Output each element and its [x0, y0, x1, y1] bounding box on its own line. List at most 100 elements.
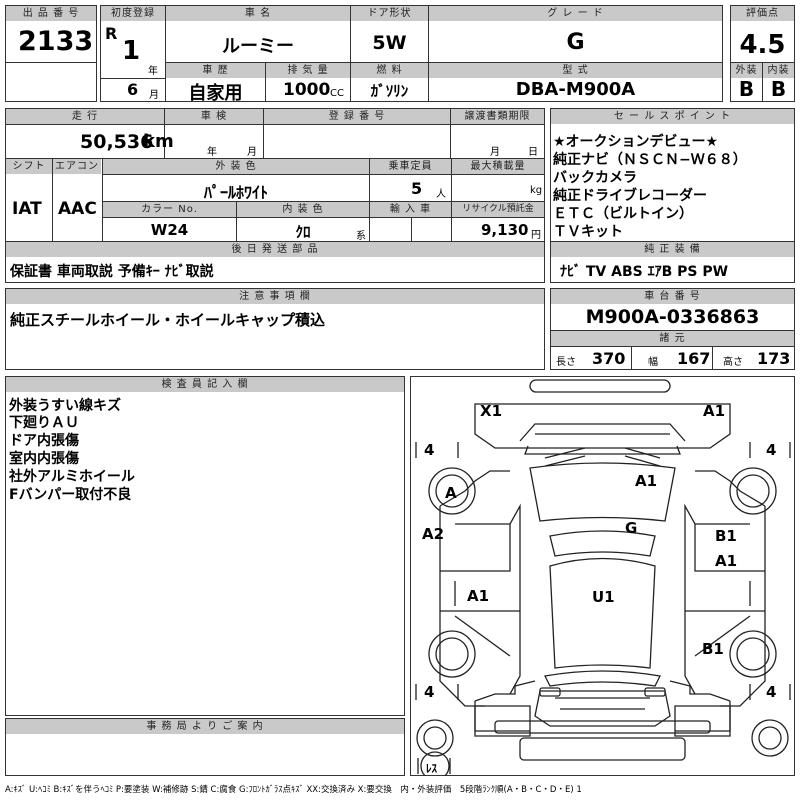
inspection-label: 車 検	[165, 109, 263, 124]
car-name: ルーミー	[222, 36, 294, 57]
int-color-unit: 系	[356, 231, 366, 242]
inspector-line: 下廻りＡＵ	[9, 415, 79, 431]
recycle-fee: 9,130	[481, 221, 529, 239]
equipment: ﾅﾋﾞ TV ABS ｴｱB PS PW	[560, 264, 729, 280]
color-no: W24	[150, 221, 189, 239]
width-label: 幅	[648, 357, 658, 368]
legend: A:ｷｽﾞ U:ﾍｺﾐ B:ｷｽﾞを伴うﾍｺﾐ P:要塗装 W:補修跡 S:錆 …	[5, 785, 582, 795]
exterior-label: 外装	[731, 63, 762, 78]
mileage-unit: km	[143, 131, 174, 152]
max-load-unit: kg	[530, 185, 543, 196]
later-items: 保証書 車両取説 予備ｷｰ ﾅﾋﾞ取説	[10, 264, 214, 280]
import-label: 輸 入 車	[370, 202, 451, 217]
reg-number-label: 登 録 番 号	[264, 109, 450, 124]
office-box	[5, 718, 405, 776]
transfer-label: 譲渡書類期限	[451, 109, 544, 124]
lot-number: 2133	[18, 26, 94, 57]
damage-mark: B1	[702, 640, 724, 658]
model-label: 型 式	[429, 63, 722, 78]
equipment-box	[550, 241, 795, 283]
damage-mark: A1	[635, 472, 657, 490]
int-color: ｸﾛ	[295, 223, 311, 241]
first-reg-label: 初度登録	[101, 6, 165, 21]
lot-number-label: 出 品 番 号	[6, 6, 96, 21]
height-label: 高さ	[723, 357, 743, 368]
dimensions-label: 諸 元	[551, 331, 794, 346]
sales-point-line: 純正ナビ（ＮＳＣＮ−Ｗ６８）	[553, 152, 747, 168]
office-label: 事 務 局 よ り ご 案 内	[6, 719, 404, 734]
color-no-label: カラー No.	[103, 202, 236, 217]
tire-depth: 4	[424, 683, 434, 701]
damage-mark: U1	[592, 588, 615, 606]
length: 370	[592, 349, 626, 368]
damage-mark: A1	[467, 587, 489, 605]
capacity-label: 乗車定員	[370, 159, 451, 174]
damage-mark: A2	[422, 525, 444, 543]
notes-box	[5, 288, 545, 370]
recycle-unit: 円	[531, 230, 541, 241]
reg-year: 1	[122, 36, 141, 66]
width: 167	[677, 349, 711, 368]
tire-depth: 4	[766, 683, 776, 701]
chassis-label: 車 台 番 号	[551, 289, 794, 304]
inspection-year-unit: 年	[207, 147, 217, 158]
month-unit: 月	[149, 90, 159, 101]
history-label: 車 歴	[166, 63, 265, 78]
reg-month: 6	[127, 80, 139, 99]
displacement-unit: CC	[330, 88, 344, 99]
damage-mark: G	[625, 519, 637, 537]
tire-depth: 4	[766, 441, 776, 459]
recycle-label: リサイクル預託金	[452, 202, 544, 217]
shift-label: シフト	[6, 159, 52, 174]
interior-grade: B	[770, 77, 787, 101]
grade: G	[566, 30, 585, 55]
transfer-day-unit: 日	[528, 147, 538, 158]
car-diagram-box	[410, 376, 795, 776]
length-label: 長さ	[556, 357, 576, 368]
interior-label: 内装	[763, 63, 794, 78]
capacity-unit: 人	[436, 189, 446, 200]
exterior-grade: B	[738, 77, 755, 101]
ac-label: エアコン	[53, 159, 101, 174]
car-name-label: 車 名	[166, 6, 350, 21]
displacement-label: 排 気 量	[266, 63, 350, 78]
model-cell	[428, 62, 723, 102]
inspector-line: 室内内張傷	[9, 451, 79, 467]
mileage-label: 走 行	[6, 109, 164, 124]
height: 173	[757, 349, 791, 368]
inspector-label: 検 査 員 記 入 欄	[6, 377, 404, 392]
damage-mark: A1	[703, 402, 725, 420]
later-items-box	[5, 241, 545, 283]
max-load-label: 最大積載量	[452, 159, 544, 174]
grade-label: グ レ ー ド	[429, 6, 722, 21]
score: 4.5	[739, 30, 786, 60]
inspector-line: 外装うすい線キズ	[9, 398, 121, 414]
sales-point-line: バックカメラ	[553, 170, 637, 186]
sales-point-line: ＴＶキット	[553, 224, 623, 240]
sales-point-label: セ ー ル ス ポ イ ン ト	[551, 109, 794, 124]
model-code: DBA-M900A	[515, 79, 636, 100]
sales-point-line: 純正ドライブレコーダー	[553, 188, 707, 204]
damage-mark: B1	[715, 527, 737, 545]
chassis-number: M900A-0336863	[585, 306, 760, 328]
notes-label: 注 意 事 項 欄	[6, 289, 544, 304]
door-type: 5W	[372, 32, 407, 54]
notes: 純正スチールホイール・ホイールキャップ積込	[10, 311, 326, 329]
inspection-month-unit: 月	[247, 147, 257, 158]
fuel-label: 燃 料	[351, 63, 428, 78]
history: 自家用	[188, 83, 243, 104]
damage-mark: A1	[715, 552, 737, 570]
int-color-label: 内 装 色	[237, 202, 369, 217]
inspector-box	[5, 376, 405, 716]
shift: IAT	[12, 199, 42, 219]
chassis-box	[550, 288, 795, 370]
door-label: ドア形状	[351, 6, 428, 21]
transfer-month-unit: 月	[490, 147, 500, 158]
fuel: ｶﾞｿﾘﾝ	[370, 82, 409, 100]
sales-point-line: ★オークションデビュー★	[553, 134, 719, 150]
car-diagram: X1 A1 A A1 A2 G B1 A1 A1 U1 B1 4 4 4 4 ﾚ…	[415, 379, 791, 776]
capacity: 5	[411, 179, 423, 198]
lot-blank-cell	[5, 62, 97, 102]
inspector-line: Fバンパー取付不良	[9, 487, 132, 503]
equipment-label: 純 正 装 備	[551, 242, 794, 257]
